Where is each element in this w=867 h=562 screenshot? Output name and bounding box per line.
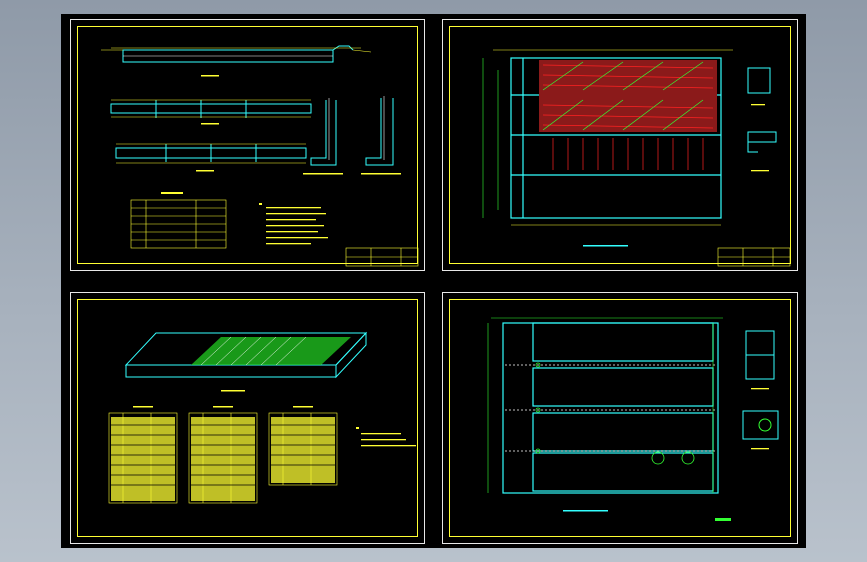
sheet-border: [449, 26, 791, 264]
drawing-canvas[interactable]: [61, 14, 806, 548]
sheet-drawing-axonometric: [108, 331, 416, 504]
sheet-drawing-plan-hatched: [482, 49, 791, 267]
sheet-top-right[interactable]: [442, 19, 798, 271]
sheet-border: [77, 26, 418, 264]
sheet-top-left[interactable]: [70, 19, 425, 271]
sheet-border: [77, 299, 418, 537]
sheet-drawing-sections: [101, 45, 419, 267]
sheet-bottom-right[interactable]: [442, 292, 798, 544]
sheet-bottom-left[interactable]: [70, 292, 425, 544]
sheet-drawing-plan-channels: [487, 317, 779, 521]
sheet-border: [449, 299, 791, 537]
